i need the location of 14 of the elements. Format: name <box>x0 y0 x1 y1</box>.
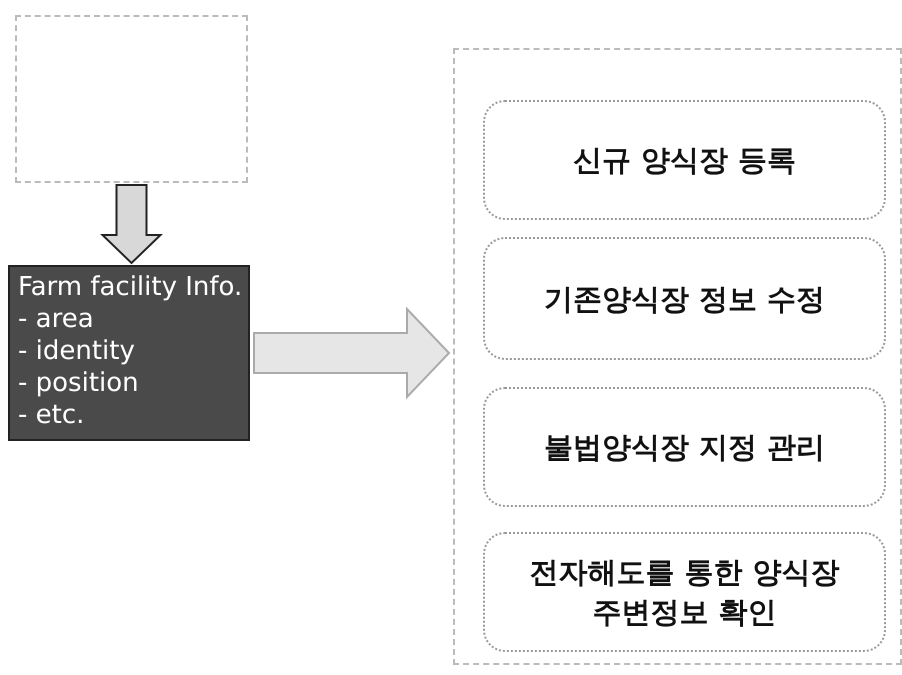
dashed-box <box>453 48 902 665</box>
block-arrow <box>253 306 450 400</box>
list-item: - area <box>18 303 95 335</box>
function-box: 기존양식장 정보 수정 <box>483 237 886 360</box>
box-heading: Farm facility Info. <box>18 271 240 303</box>
info-box <box>8 265 250 441</box>
function-box: 신규 양식장 등록 <box>483 100 886 220</box>
function-box: 불법양식장 지정 관리 <box>483 387 886 507</box>
list-item: - etc. <box>18 399 86 431</box>
block-arrow <box>100 184 163 264</box>
dashed-box <box>15 15 248 183</box>
list-item: - identity <box>18 335 136 367</box>
list-item: - position <box>18 367 140 399</box>
function-box: 전자해도를 통한 양식장 주변정보 확인 <box>483 532 886 652</box>
